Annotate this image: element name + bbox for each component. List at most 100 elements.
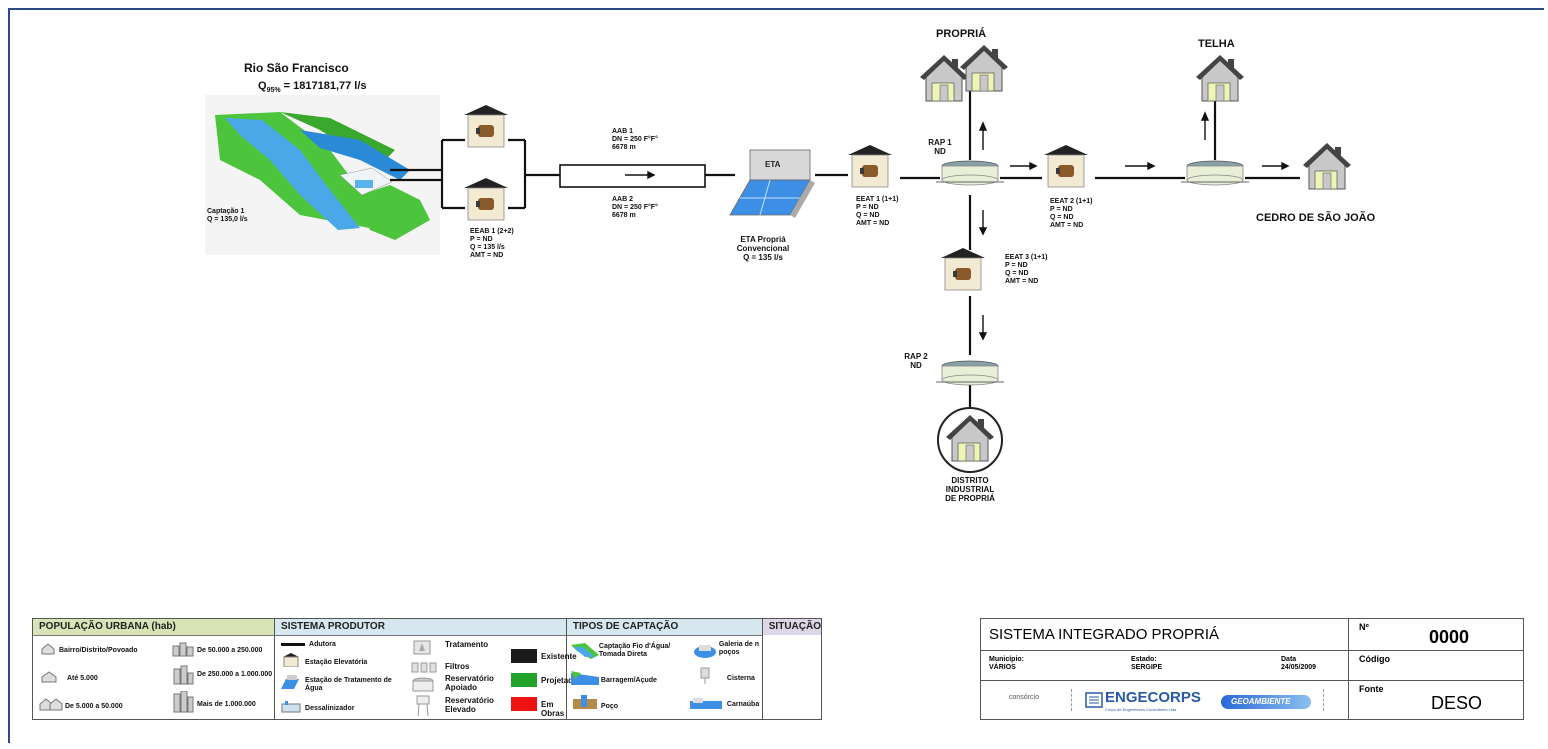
legend-item: Em Obras: [541, 700, 565, 718]
legend-situacao: SITUAÇÃO: [762, 619, 821, 719]
legend-item: Mais de 1.000.000: [197, 701, 256, 708]
geoambiente-logo-icon: [1221, 695, 1311, 709]
legend-item: De 250.000 a 1.000.000: [197, 671, 273, 678]
barragem-icon: [570, 671, 599, 685]
treatment-icon: [413, 640, 431, 655]
legend-item: Até 5.000: [67, 675, 98, 682]
engecorps-logo-icon: [1085, 692, 1103, 708]
cisterna-icon: [700, 667, 710, 684]
intake-pipes: [390, 90, 1300, 410]
divider: [1323, 689, 1325, 711]
flow-arrows: [625, 111, 1290, 341]
legend-item: Projetado: [541, 676, 578, 685]
eta-badge: ETA: [765, 160, 781, 169]
legend-item: Bairro/Distrito/Povoado: [59, 647, 138, 654]
geoambiente-name: GEOAMBIENTE: [1231, 697, 1291, 706]
projetado-swatch: [511, 673, 538, 687]
consorcio-row: consórcio ENGECORPS Corpo de Engenheiros…: [981, 681, 1349, 719]
propria-house-icon-1: [919, 54, 969, 102]
legend-item: Galeria de n poços: [718, 641, 759, 656]
legend-item: De 5.000 a 50.000: [65, 703, 123, 710]
rap1-reservoir-icon: [935, 160, 1005, 186]
legend-item: Adutora: [309, 641, 336, 648]
number-label: Nº: [1359, 622, 1369, 632]
eeab1-upper-pump-icon: [463, 104, 509, 148]
existente-swatch: [511, 649, 538, 663]
filters-icon: [411, 662, 437, 673]
metro-icon: [173, 691, 194, 713]
consorcio-label: consórcio: [1009, 694, 1039, 701]
pump-station-icon: [283, 653, 300, 667]
cedro-house-icon: [1302, 142, 1352, 190]
propria-house-icon-2: [959, 44, 1009, 92]
legend-item: Poço: [600, 703, 619, 710]
codigo-label: Código: [1359, 654, 1390, 664]
legend-item: Captação Fio d'Água/ Tomada Direta: [598, 643, 671, 658]
houses-icon: [39, 698, 63, 711]
legend-item: Tratamento: [445, 640, 489, 649]
legend-item: Estação de Tratamento de Água: [305, 677, 392, 692]
city-telha: TELHA: [1198, 38, 1235, 50]
page-frame: [8, 8, 1544, 743]
adutora-line-icon: [281, 643, 306, 646]
rap2-reservoir-icon: [935, 360, 1005, 386]
river-name: Rio São Francisco: [244, 61, 349, 75]
em-obras-swatch: [511, 697, 538, 711]
city-icon: [172, 642, 194, 657]
number-value: 0000: [1429, 627, 1470, 647]
small-house-icon: [41, 643, 55, 655]
legend-sistema: SISTEMA PRODUTOR Adutora Estação Elevató…: [275, 619, 578, 719]
elevado-reservoir-icon: [416, 695, 430, 717]
galeria-icon: [693, 645, 716, 658]
legend-item: Carnaúba: [726, 701, 760, 708]
title-block: SISTEMA INTEGRADO PROPRIÁ Nº 0000 Municí…: [980, 618, 1524, 720]
carnauba-icon: [689, 698, 722, 709]
river-illustration: [205, 95, 440, 255]
legend-situacao-title: SITUAÇÃO: [762, 619, 821, 635]
city-large-icon: [173, 665, 194, 685]
legend-item: Cisterna: [726, 675, 755, 682]
engecorps-name: ENGECORPS: [1105, 689, 1201, 706]
node-reservoir-icon: [1180, 160, 1250, 186]
legend-item: De 50.000 a 250.000: [197, 647, 263, 654]
divider: [1071, 689, 1073, 711]
eeat2-pump-icon: [1043, 144, 1089, 188]
fonte-value: DESO: [1431, 693, 1483, 713]
legend-item: Reservatório Elevado: [445, 696, 494, 714]
eeat3-pump-icon: [940, 247, 986, 291]
number-cell: Nº 0000: [1349, 619, 1523, 651]
river-flow: Q95% = 1817181,77 l/s: [258, 80, 367, 95]
fonte-cell: Fonte DESO: [1349, 681, 1523, 719]
fio-dagua-icon: [570, 643, 599, 659]
legend-item: Estação Elevatória: [305, 659, 368, 666]
legend-captacao-title: TIPOS DE CAPTAÇÃO: [566, 619, 762, 636]
legend: POPULAÇÃO URBANA (hab) Bairro/Distrito/P…: [32, 618, 822, 720]
eeat1-pump-icon: [847, 144, 893, 188]
town-icon: [41, 671, 57, 683]
legend-sistema-title: SISTEMA PRODUTOR: [275, 619, 566, 636]
city-cedro: CEDRO DE SÃO JOÃO: [1256, 212, 1376, 224]
legend-populacao: POPULAÇÃO URBANA (hab) Bairro/Distrito/P…: [33, 619, 276, 719]
poco-icon: [572, 695, 597, 709]
legend-item: Existente: [541, 652, 577, 661]
eta-icon: [281, 675, 300, 689]
codigo-cell: Código: [1349, 651, 1523, 681]
municipio: Município:VÁRIOS: [989, 656, 1024, 672]
eta-treatment-icon: [729, 149, 815, 218]
legend-captacao: TIPOS DE CAPTAÇÃO Captação Fio d'Água/ T…: [566, 619, 763, 719]
system-title: SISTEMA INTEGRADO PROPRIÁ: [981, 619, 1349, 651]
telha-house-icon: [1195, 54, 1245, 102]
